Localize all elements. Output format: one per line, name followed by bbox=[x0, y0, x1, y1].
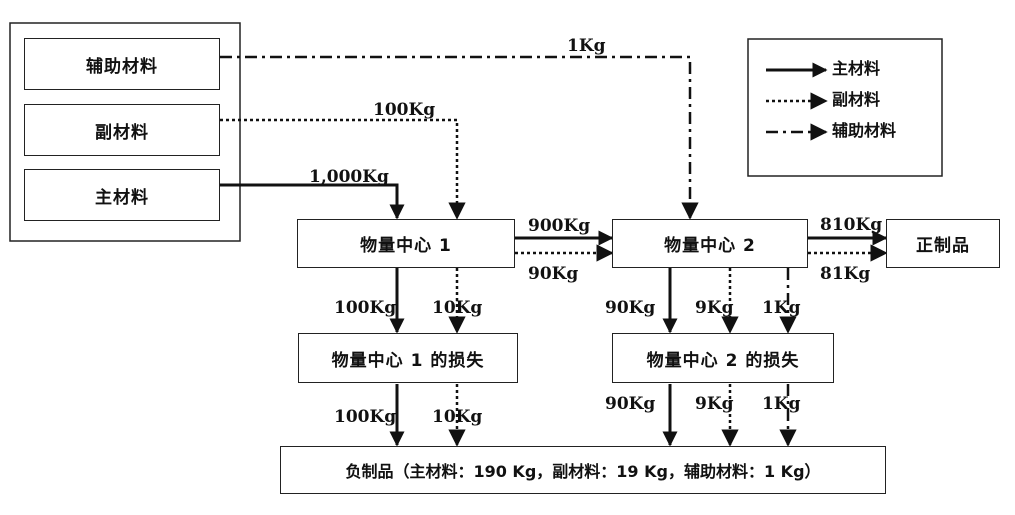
c1-to-c2-secondary-qty: 90Kg bbox=[528, 264, 579, 284]
secondary-flow bbox=[220, 118, 888, 447]
legend-main-label: 主材料 bbox=[832, 59, 881, 78]
quantity-center-1: 物量中心 1 bbox=[297, 219, 515, 268]
auxiliary-material-label: 辅助材料 bbox=[86, 56, 158, 77]
good-product-label: 正制品 bbox=[916, 236, 970, 256]
main-flow bbox=[220, 183, 888, 447]
legend-auxiliary-label: 辅助材料 bbox=[832, 121, 897, 140]
c2-loss-auxiliary-qty: 1Kg bbox=[762, 298, 801, 318]
legend-frame bbox=[747, 38, 943, 177]
c1-loss-main-qty: 100Kg bbox=[334, 298, 397, 318]
loss1-out-secondary-qty: 10Kg bbox=[432, 407, 483, 427]
auxiliary-flow bbox=[220, 55, 797, 447]
c2-loss-secondary-qty: 9Kg bbox=[695, 298, 734, 318]
main-material-box: 主材料 bbox=[24, 169, 220, 221]
quantity-center-1-label: 物量中心 1 bbox=[360, 236, 452, 256]
quantity-center-2-label: 物量中心 2 bbox=[664, 236, 756, 256]
loss2-out-main-qty: 90Kg bbox=[605, 394, 656, 414]
c1-loss-secondary-qty: 10Kg bbox=[432, 298, 483, 318]
c1-to-c2-main-qty: 900Kg bbox=[528, 216, 591, 236]
secondary-input-qty: 100Kg bbox=[373, 100, 436, 120]
good-product-box: 正制品 bbox=[886, 219, 1000, 268]
negative-product-box: 负制品（主材料：190 Kg，副材料：19 Kg，辅助材料：1 Kg） bbox=[280, 446, 886, 494]
center-1-loss-box: 物量中心 1 的损失 bbox=[298, 333, 518, 383]
source-frame bbox=[9, 22, 241, 242]
quantity-center-2: 物量中心 2 bbox=[612, 219, 808, 268]
center-1-loss-label: 物量中心 1 的损失 bbox=[331, 350, 485, 371]
negative-product-label: 负制品（主材料：190 Kg，副材料：19 Kg，辅助材料：1 Kg） bbox=[345, 462, 821, 481]
secondary-material-box: 副材料 bbox=[24, 104, 220, 156]
c2-to-good-main-qty: 810Kg bbox=[820, 215, 883, 235]
secondary-material-label: 副材料 bbox=[95, 122, 149, 143]
c2-to-good-secondary-qty: 81Kg bbox=[820, 264, 871, 284]
main-material-label: 主材料 bbox=[95, 187, 149, 208]
c2-loss-main-qty: 90Kg bbox=[605, 298, 656, 318]
center-2-loss-box: 物量中心 2 的损失 bbox=[612, 333, 834, 383]
loss2-out-secondary-qty: 9Kg bbox=[695, 394, 734, 414]
auxiliary-material-box: 辅助材料 bbox=[24, 38, 220, 90]
loss1-out-main-qty: 100Kg bbox=[334, 407, 397, 427]
aux-input-qty: 1Kg bbox=[567, 36, 606, 56]
legend-secondary-label: 副材料 bbox=[832, 90, 881, 109]
main-input-qty: 1,000Kg bbox=[309, 167, 389, 187]
loss2-out-auxiliary-qty: 1Kg bbox=[762, 394, 801, 414]
center-2-loss-label: 物量中心 2 的损失 bbox=[646, 350, 800, 371]
